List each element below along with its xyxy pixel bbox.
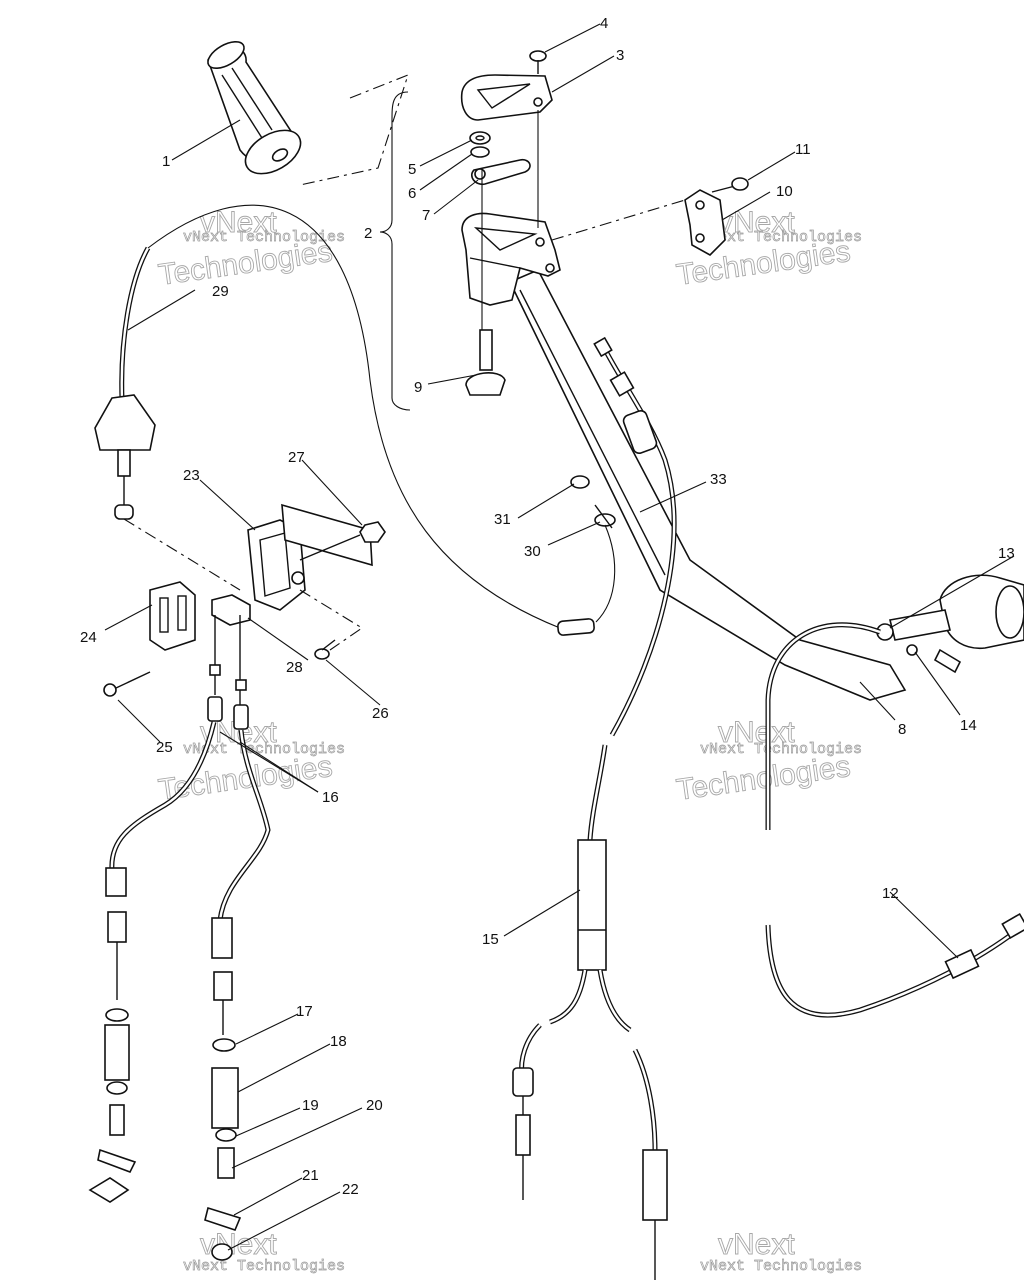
callout-29: 29 — [212, 283, 229, 300]
svg-text:vNext: vNext — [200, 206, 277, 239]
callout-33: 33 — [710, 471, 727, 488]
clip-28 — [211, 594, 251, 626]
callout-13: 13 — [998, 545, 1015, 562]
cover-24 — [149, 581, 196, 651]
callout-14: 14 — [960, 717, 977, 734]
callout-15: 15 — [482, 931, 499, 948]
callout-16: 16 — [322, 789, 339, 806]
callout-6: 6 — [408, 185, 416, 202]
callout-17: 17 — [296, 1003, 313, 1020]
callout-22: 22 — [342, 1181, 359, 1198]
cable-15 — [512, 336, 677, 1280]
throttle-cover — [460, 74, 553, 121]
svg-text:vNext Technologies: vNext Technologies — [700, 229, 862, 246]
washer-6 — [470, 146, 490, 158]
callout-31: 31 — [494, 511, 511, 528]
svg-text:vNext Technologies: vNext Technologies — [183, 741, 345, 758]
nut-27 — [359, 521, 386, 543]
clamp-screw — [711, 177, 749, 193]
svg-text:vNext: vNext — [718, 1228, 795, 1261]
throttle-lever — [470, 158, 531, 186]
washer-5 — [469, 131, 491, 145]
assembly-guide-vertical — [481, 110, 539, 330]
callout-12: 12 — [882, 885, 899, 902]
svg-text:vNext: vNext — [718, 716, 795, 749]
leader-lines — [104, 23, 1015, 1251]
callout-26: 26 — [372, 705, 389, 722]
callout-23: 23 — [183, 467, 200, 484]
callout-30: 30 — [524, 543, 541, 560]
callout-24: 24 — [80, 629, 97, 646]
cable-adjuster-31 — [570, 475, 590, 489]
cover-screw — [529, 50, 547, 74]
throttle-housing — [461, 212, 561, 306]
cable-12 — [765, 622, 1024, 1018]
handlebar-grip — [207, 40, 302, 175]
cable-30 — [595, 524, 616, 623]
cable-16-left — [88, 615, 223, 1203]
watermark-bottom-right: vNext vNext Technologies — [700, 1228, 863, 1276]
assembly-line-clamp — [551, 199, 686, 241]
cable-loop-end — [557, 618, 595, 636]
callout-21: 21 — [302, 1167, 319, 1184]
callout-7: 7 — [422, 207, 430, 224]
callout-3: 3 — [616, 47, 624, 64]
watermark-bottom-left: vNext vNext Technologies — [183, 1228, 346, 1276]
callout-8: 8 — [898, 721, 906, 738]
assembly-line-switch — [299, 589, 364, 651]
callout-5: 5 — [408, 161, 416, 178]
svg-text:vNext Technologies: vNext Technologies — [700, 741, 862, 758]
callout-20: 20 — [366, 1097, 383, 1114]
callout-1: 1 — [162, 153, 170, 170]
assembly-line-cable — [123, 518, 241, 591]
screw-26 — [314, 639, 336, 660]
assembly-line-grip — [299, 74, 409, 186]
callout-28: 28 — [286, 659, 303, 676]
callout-10: 10 — [776, 183, 793, 200]
plate-27 — [281, 503, 373, 585]
assembly-brace — [379, 91, 411, 411]
watermark-mid-left: vNext vNext Technologies Technologies — [156, 716, 345, 808]
cable-adjuster-30 — [594, 504, 616, 529]
housing-bolt — [465, 329, 506, 396]
watermark-top-left: vNext vNext Technologies Technologies — [156, 206, 345, 293]
callout-18: 18 — [330, 1033, 347, 1050]
cable-loop — [147, 204, 561, 629]
handlebar — [508, 268, 907, 701]
svg-text:Technologies: Technologies — [674, 750, 852, 807]
svg-text:vNext: vNext — [718, 206, 795, 239]
clamp — [684, 189, 726, 256]
callout-19: 19 — [302, 1097, 319, 1114]
callout-25: 25 — [156, 739, 173, 756]
callout-9: 9 — [414, 379, 422, 396]
callout-27: 27 — [288, 449, 305, 466]
svg-text:vNext Technologies: vNext Technologies — [183, 229, 345, 246]
callout-2: 2 — [364, 225, 372, 242]
callout-11: 11 — [795, 141, 811, 158]
svg-text:vNext Technologies: vNext Technologies — [183, 1258, 345, 1275]
brake-lever-assembly — [876, 574, 1024, 674]
callout-4: 4 — [600, 15, 608, 32]
cable-16-right — [204, 615, 271, 1261]
screw-25 — [103, 671, 151, 697]
svg-text:vNext Technologies: vNext Technologies — [700, 1258, 862, 1275]
switch-bracket-23 — [247, 519, 306, 611]
cable-29 — [94, 246, 156, 520]
callout-labels: 1 2 3 4 5 6 7 8 9 10 11 12 13 14 15 16 1… — [80, 15, 1015, 1198]
